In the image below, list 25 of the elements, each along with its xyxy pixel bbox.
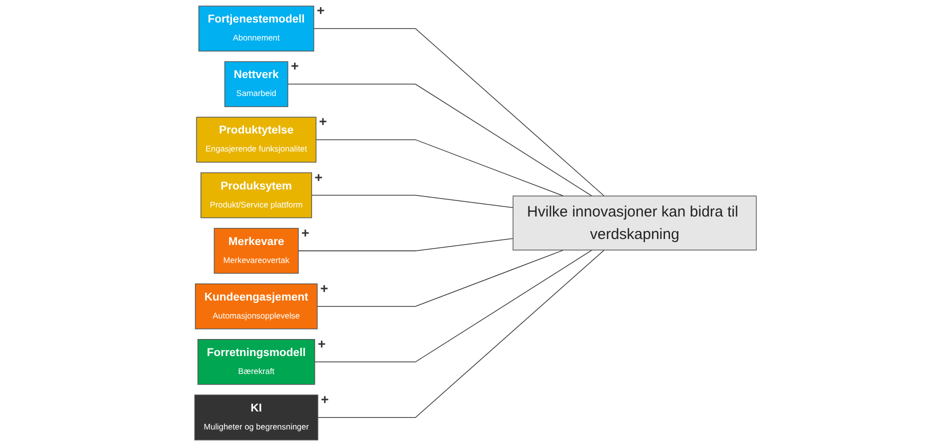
connector (314, 250, 592, 362)
plus-sign: + (316, 3, 325, 18)
node-box: Kundeengasjement Automasjonsopplevelse (194, 283, 318, 330)
connector (298, 238, 514, 252)
plus-sign: + (290, 58, 299, 74)
node-box: KI Muligheter og begrensninger (194, 394, 318, 440)
plus-sign: + (314, 170, 323, 185)
node-box: Produksytem Produkt/Service plattform (200, 172, 312, 218)
plus-sign: + (320, 392, 329, 407)
plus-sign: + (301, 225, 310, 240)
plus-sign: + (318, 336, 326, 352)
node-box: Produktytelse Engasjerende funksjonalitet (196, 116, 316, 163)
connector (318, 250, 605, 418)
connector (287, 84, 592, 196)
node-box: Fortjenestemodell Abonnement (198, 6, 314, 52)
node-box: Nettverk Samarbeid (224, 61, 288, 108)
connector (311, 194, 514, 208)
node-box: Hvilke innovasjoner kan bidra til verdskapning (512, 196, 757, 250)
connector (316, 139, 564, 196)
node-box: Merkevare Merkevareovertak (214, 228, 299, 274)
plus-sign: + (319, 114, 327, 130)
node-box: Forretningsmodell Bærekraft (197, 339, 316, 385)
connector (313, 28, 605, 196)
plus-sign: + (320, 280, 328, 296)
connector (316, 250, 564, 307)
